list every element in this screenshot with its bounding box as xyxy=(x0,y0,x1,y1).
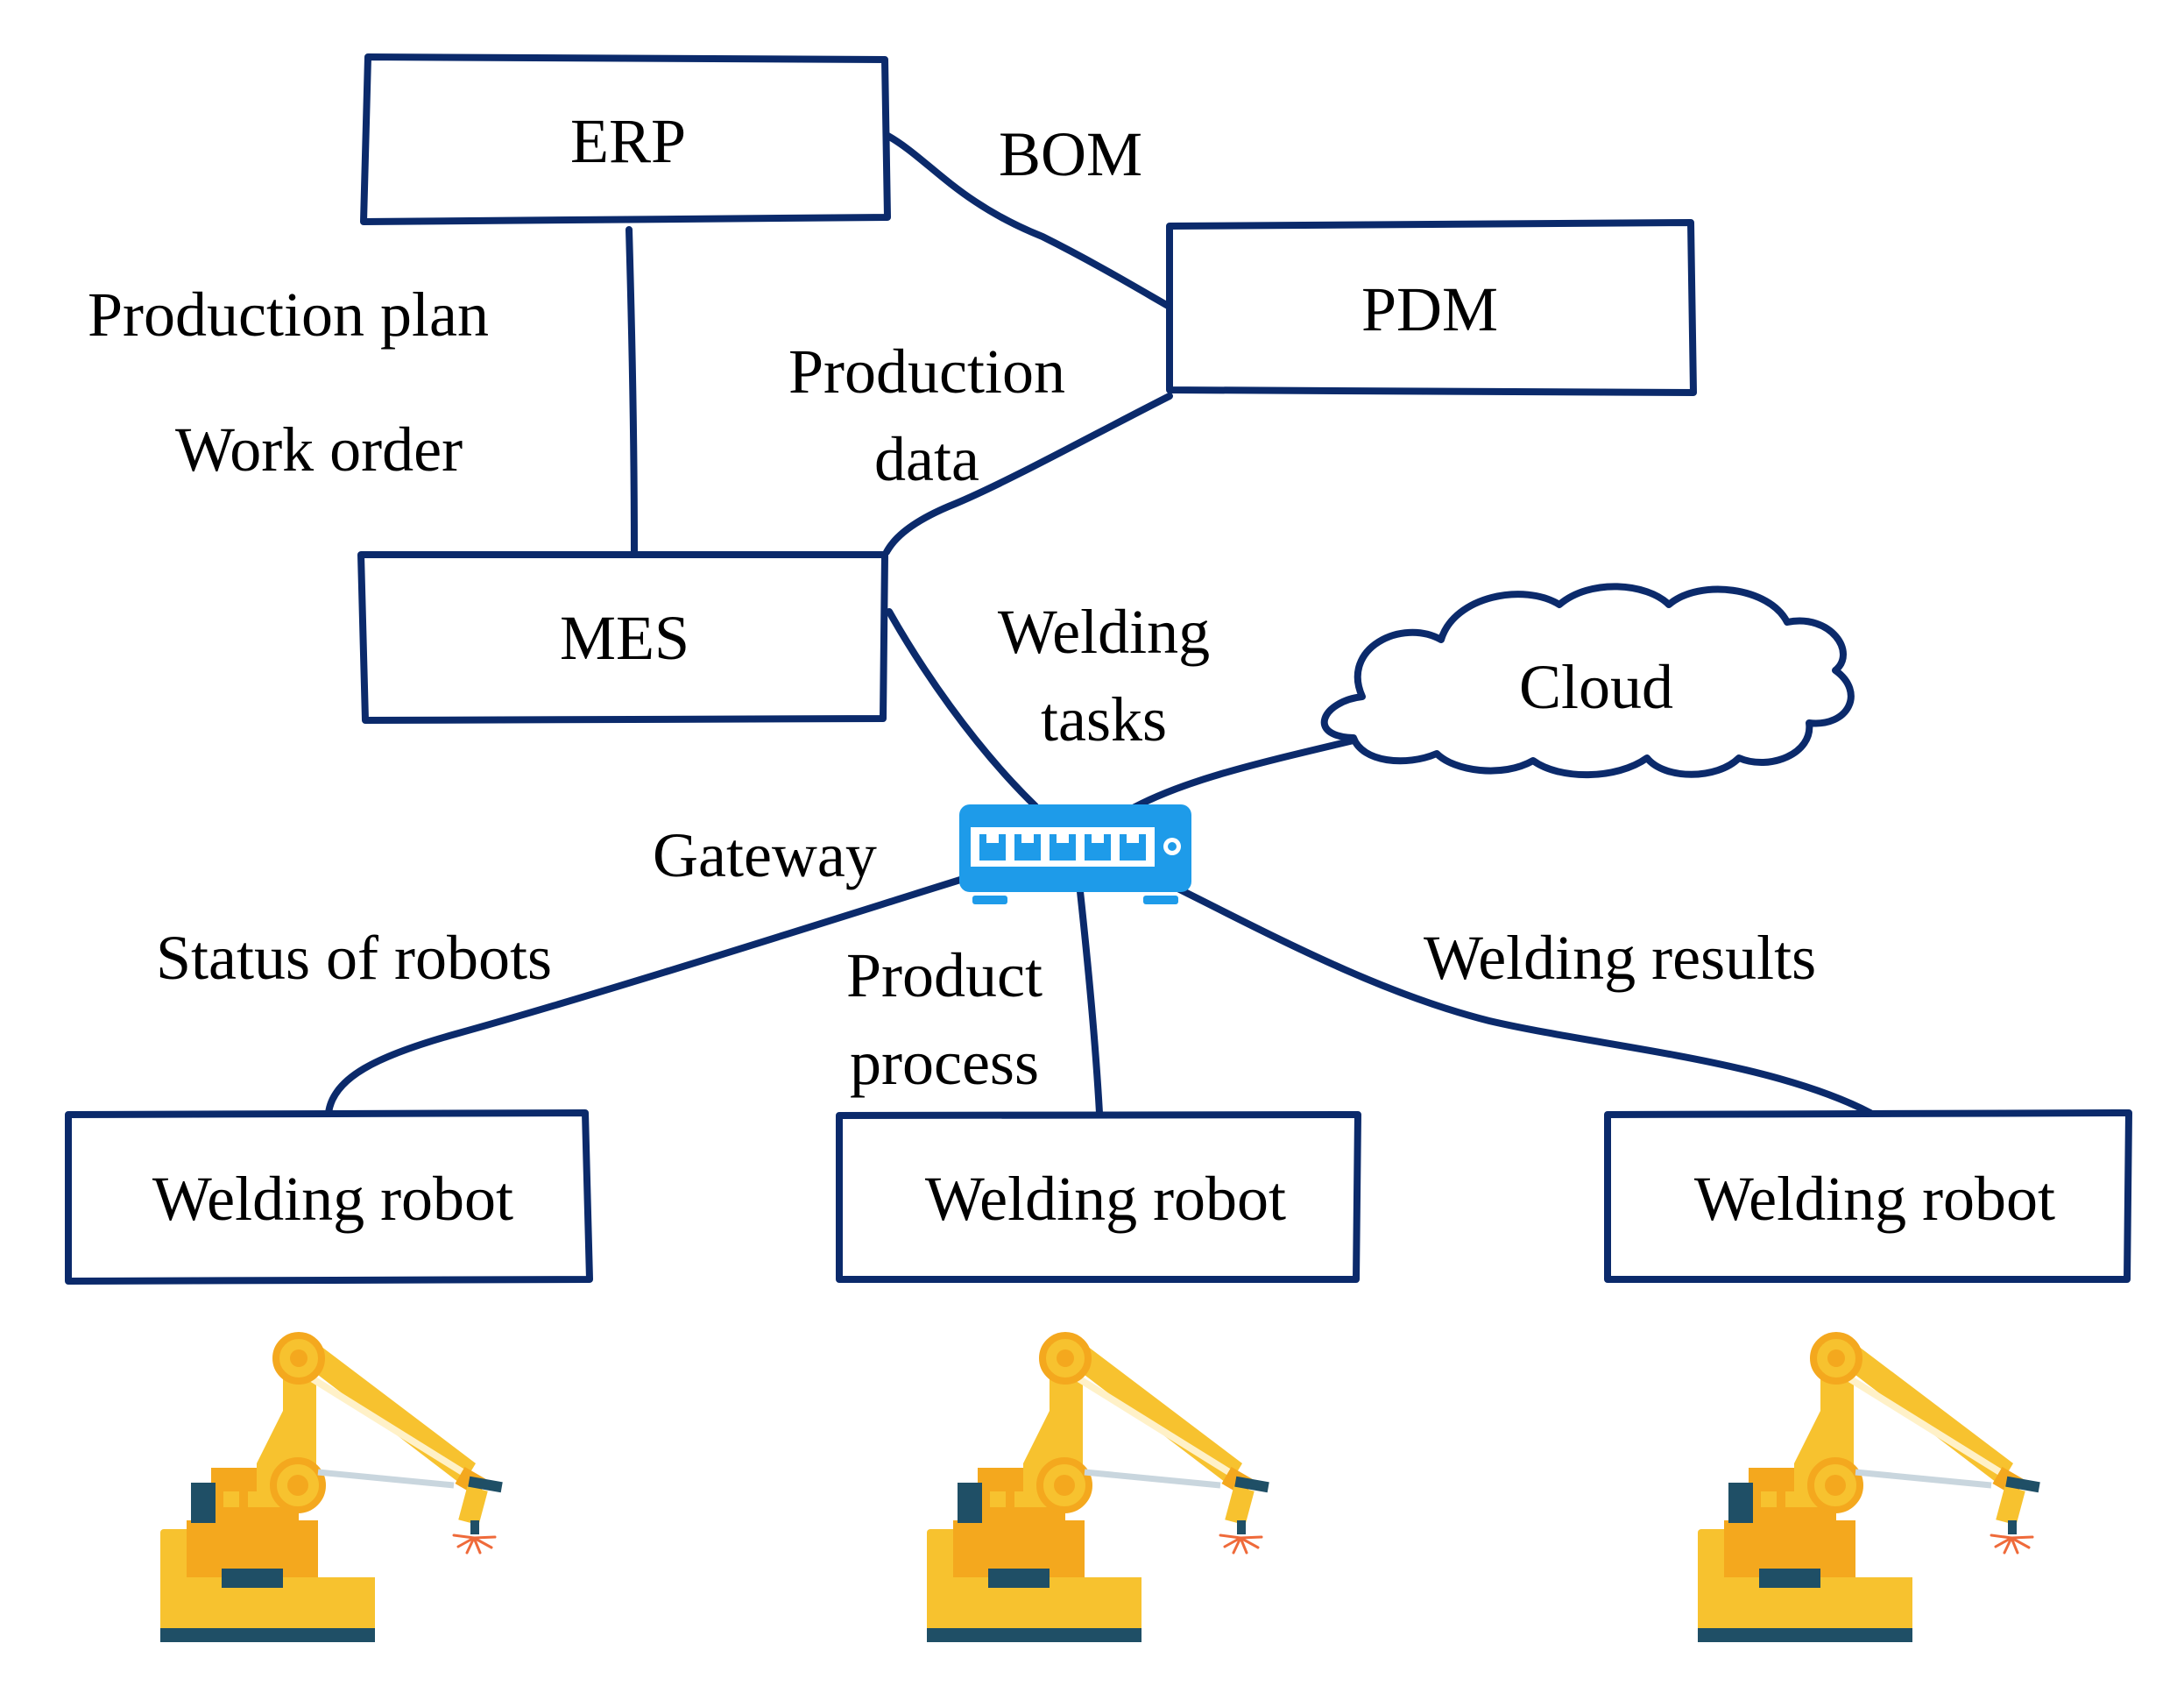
erp-pdm-connector xyxy=(881,131,1173,310)
welding-robot-node-1: Welding robot xyxy=(65,1109,593,1285)
welding-robot-label-2: Welding robot xyxy=(925,1164,1286,1234)
welding-tasks-label-line1: Welding xyxy=(998,597,1210,667)
pdm-box xyxy=(1166,219,1697,396)
welding-robot-arm-icon-3 xyxy=(1698,1335,2040,1642)
erp-mes-connector xyxy=(626,226,638,556)
gateway-robot3-connector xyxy=(1135,866,1874,1116)
erp-box xyxy=(360,53,891,225)
gateway-robot1-connector xyxy=(325,868,989,1116)
welding-robot-box-3 xyxy=(1604,1109,2132,1283)
welding-robot-box-2 xyxy=(836,1111,1361,1283)
product-process-label-line1: Product xyxy=(846,940,1043,1010)
welding-robot-label-3: Welding robot xyxy=(1694,1164,2055,1234)
welding-results-label: Welding results xyxy=(1424,923,1816,993)
mes-gateway-connector xyxy=(886,608,1039,810)
welding-robot-arm-icon-1 xyxy=(160,1335,503,1642)
erp-node: ERP xyxy=(360,53,891,225)
gateway-robot2-connector xyxy=(1074,864,1103,1116)
status-of-robots-label: Status of robots xyxy=(156,923,552,993)
bom-label: BOM xyxy=(999,119,1142,189)
mes-label: MES xyxy=(560,603,689,673)
welding-robot-label-1: Welding robot xyxy=(152,1164,513,1234)
production-data-label-line2: data xyxy=(874,424,979,494)
product-process-label-line2: process xyxy=(850,1028,1039,1098)
cloud-node: Cloud xyxy=(1320,583,1855,779)
mes-node: MES xyxy=(357,551,888,724)
gateway-label: Gateway xyxy=(653,820,877,890)
welding-robot-arm-icon-2 xyxy=(927,1335,1269,1642)
welding-robot-node-3: Welding robot xyxy=(1604,1109,2132,1283)
production-plan-label: Production plan xyxy=(88,280,489,350)
production-data-label-line1: Production xyxy=(788,336,1065,407)
pdm-node: PDM xyxy=(1166,219,1697,396)
network-switch-icon xyxy=(959,804,1191,904)
gateway-cloud-connector xyxy=(1125,737,1357,814)
pdm-label: PDM xyxy=(1361,274,1498,344)
welding-tasks-label-line2: tasks xyxy=(1041,684,1167,754)
welding-robot-node-2: Welding robot xyxy=(836,1111,1361,1283)
mes-box xyxy=(357,551,888,724)
work-order-label: Work order xyxy=(175,414,463,485)
pdm-mes-connector xyxy=(883,393,1173,556)
cloud-shape xyxy=(1320,583,1855,779)
cloud-label: Cloud xyxy=(1519,652,1673,722)
welding-robot-box-1 xyxy=(65,1109,593,1285)
erp-label: ERP xyxy=(570,106,686,176)
gateway-node: Gateway xyxy=(653,804,1191,904)
